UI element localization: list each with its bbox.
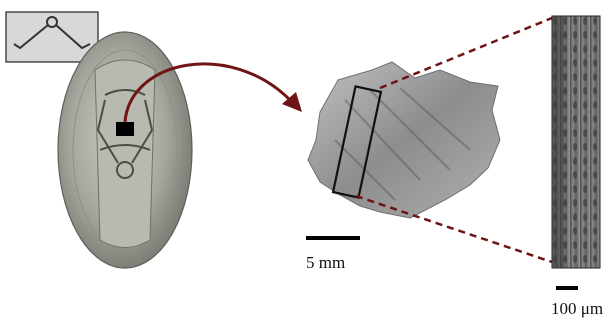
scale-label-100um: 100 μm — [551, 300, 603, 317]
inset-clip-photo — [6, 12, 98, 62]
zoomed-microstructure-strip — [552, 16, 600, 268]
sample-marker — [116, 122, 134, 136]
bone-fragment-image — [308, 62, 500, 218]
scale-label-5mm: 5 mm — [306, 254, 345, 271]
